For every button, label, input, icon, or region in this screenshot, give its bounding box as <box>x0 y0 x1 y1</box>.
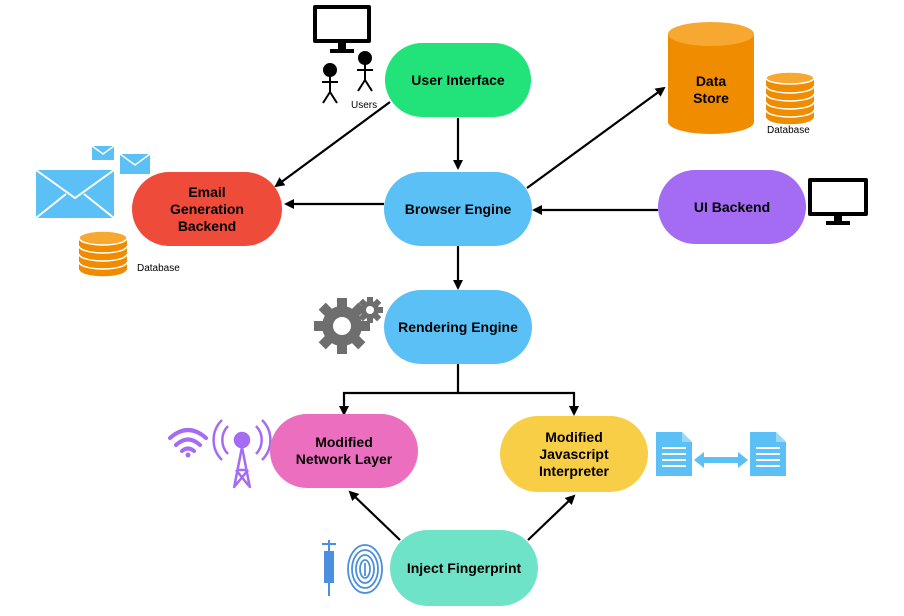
database-icon <box>78 230 128 278</box>
stick-figure-icon <box>322 63 338 104</box>
arrow-inject-to-js <box>527 494 576 541</box>
connectors <box>274 86 666 541</box>
email-generation-backend-node[interactable]: Email Generation Backend <box>132 172 282 246</box>
wifi-icon <box>168 428 208 458</box>
arrow-rendering-split-right <box>458 391 579 416</box>
database-icon <box>765 71 815 126</box>
double-arrow-icon <box>694 452 748 468</box>
arrow-inject-to-network <box>348 490 401 541</box>
document-icon <box>750 432 786 476</box>
radio-tower-icon <box>212 419 272 489</box>
database-caption-top: Database <box>767 125 810 136</box>
modified-javascript-interpreter-label: Modified Javascript Interpreter <box>538 428 610 479</box>
ui-backend-node[interactable]: UI Backend <box>658 170 806 244</box>
inject-fingerprint-label: Inject Fingerprint <box>406 559 522 576</box>
monitor-icon <box>313 5 371 53</box>
browser-engine-label: Browser Engine <box>404 200 512 217</box>
stick-figure-icon <box>357 51 373 92</box>
modified-javascript-interpreter-node[interactable]: Modified Javascript Interpreter <box>500 416 648 492</box>
users-caption: Users <box>351 100 378 111</box>
data-store-label: Data Store <box>693 73 729 106</box>
ui-backend-label: UI Backend <box>693 198 771 215</box>
gear-icon <box>314 297 383 354</box>
modified-network-layer-node[interactable]: Modified Network Layer <box>270 414 418 488</box>
modified-network-layer-label: Modified Network Layer <box>295 434 393 467</box>
rendering-engine-node[interactable]: Rendering Engine <box>384 290 532 364</box>
document-icon <box>656 432 692 476</box>
arrow-users-to-email <box>274 101 391 188</box>
inject-fingerprint-node[interactable]: Inject Fingerprint <box>390 530 538 606</box>
envelope-icon <box>35 169 115 219</box>
syringe-icon <box>322 540 336 596</box>
arrow-rendering-split <box>339 364 460 416</box>
database-caption-left: Database <box>137 263 180 274</box>
envelope-icon <box>91 145 115 160</box>
fingerprint-icon <box>347 544 383 594</box>
arrow-browser-to-datastore <box>526 86 666 189</box>
email-generation-backend-label: Email Generation Backend <box>170 183 244 234</box>
user-interface-node[interactable]: User Interface <box>385 43 531 117</box>
data-store-cylinder <box>668 22 754 134</box>
monitor-icon <box>808 178 868 225</box>
browser-engine-node[interactable]: Browser Engine <box>384 172 532 246</box>
envelope-icon <box>119 153 151 174</box>
rendering-engine-label: Rendering Engine <box>398 318 518 335</box>
user-interface-label: User Interface <box>411 71 505 88</box>
